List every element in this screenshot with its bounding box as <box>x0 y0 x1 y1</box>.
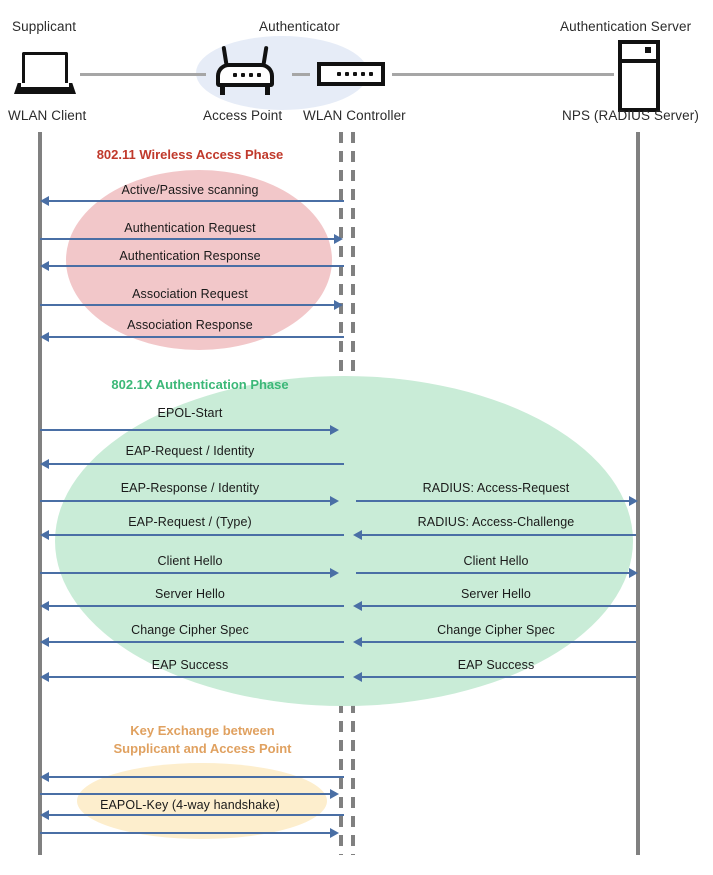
message-label: Change Cipher Spec <box>131 623 249 637</box>
phase-label-key-exchange-line1: Key Exchange between <box>130 723 275 738</box>
node-caption-access-point: Access Point <box>203 108 283 123</box>
arrow-head-left-icon <box>40 459 49 469</box>
server-icon <box>618 40 660 112</box>
arrow-head-right-icon <box>629 496 638 506</box>
arrow-head-left-icon <box>40 810 49 820</box>
arrow-head-left-icon <box>40 530 49 540</box>
message-arrow-line <box>49 776 344 778</box>
message-arrow-line <box>49 463 344 465</box>
message-label: Authentication Request <box>124 221 256 235</box>
role-title-supplicant: Supplicant <box>12 19 77 34</box>
message-arrow-line <box>49 200 344 202</box>
arrow-head-left-icon <box>40 672 49 682</box>
message-label: Active/Passive scanning <box>121 183 259 197</box>
message-label-radius: Change Cipher Spec <box>437 623 555 637</box>
message-arrow-line <box>49 676 344 678</box>
message-label: Client Hello <box>157 554 223 568</box>
role-title-authentication-server: Authentication Server <box>560 19 692 34</box>
access-point-icon <box>216 45 274 96</box>
arrow-head-left-icon <box>353 530 362 540</box>
arrow-head-left-icon <box>40 261 49 271</box>
message-arrow-line <box>40 793 331 795</box>
arrow-head-left-icon <box>40 637 49 647</box>
message-label: Association Response <box>127 318 253 332</box>
wire-client-to-ap <box>80 73 206 76</box>
arrow-head-right-icon <box>334 300 343 310</box>
phase-label-key-exchange-line2: Supplicant and Access Point <box>113 741 292 756</box>
message-label: EAP Success <box>151 658 229 672</box>
message-arrow-line <box>362 676 636 678</box>
message-label-radius: Client Hello <box>463 554 529 568</box>
arrow-head-right-icon <box>330 425 339 435</box>
message-arrow-line <box>40 304 335 306</box>
message-arrow-line <box>49 534 344 536</box>
message-arrow-line <box>356 500 631 502</box>
message-arrow-line <box>49 814 344 816</box>
message-arrow-line <box>40 572 331 574</box>
message-arrow-line <box>40 429 331 431</box>
message-arrow-line <box>362 641 636 643</box>
wire-controller-to-server <box>392 73 614 76</box>
message-arrow-line <box>49 336 344 338</box>
message-label: EAP-Request / Identity <box>125 444 255 458</box>
message-label-radius: Server Hello <box>461 587 531 601</box>
arrow-head-right-icon <box>629 568 638 578</box>
message-arrow-line <box>49 641 344 643</box>
phase-blob-key-exchange <box>77 763 327 839</box>
wire-ap-to-controller <box>292 73 310 76</box>
message-label: Server Hello <box>155 587 225 601</box>
arrow-head-right-icon <box>330 568 339 578</box>
message-arrow-line <box>40 238 335 240</box>
message-arrow-line <box>49 605 344 607</box>
lifeline-supplicant <box>38 132 42 855</box>
arrow-head-left-icon <box>40 601 49 611</box>
role-title-authenticator: Authenticator <box>259 19 340 34</box>
node-caption-wlan-controller: WLAN Controller <box>303 108 406 123</box>
message-label: Association Request <box>132 287 248 301</box>
arrow-head-right-icon <box>330 496 339 506</box>
arrow-head-right-icon <box>330 828 339 838</box>
arrow-head-right-icon <box>330 789 339 799</box>
wlan-controller-icon <box>317 62 385 86</box>
arrow-head-left-icon <box>40 332 49 342</box>
node-caption-nps-radius-server: NPS (RADIUS Server) <box>562 108 699 123</box>
message-label: EPOL-Start <box>157 406 223 420</box>
phase-blob-dot1x-authentication <box>55 376 633 706</box>
message-label-radius: EAP Success <box>457 658 535 672</box>
arrow-head-left-icon <box>40 196 49 206</box>
message-arrow-line <box>49 265 344 267</box>
message-label: EAP-Response / Identity <box>120 481 260 495</box>
message-label-radius: RADIUS: Access-Challenge <box>417 515 575 529</box>
message-label-eapol-key: EAPOL-Key (4-way handshake) <box>100 798 280 812</box>
message-arrow-line <box>40 500 331 502</box>
lifeline-authentication-server <box>636 132 640 855</box>
laptop-icon <box>14 52 76 96</box>
phase-label-dot1x-authentication: 802.1X Authentication Phase <box>111 377 289 392</box>
message-arrow-line <box>362 534 636 536</box>
phase-label-wireless-access: 802.11 Wireless Access Phase <box>96 147 284 162</box>
arrow-head-left-icon <box>40 772 49 782</box>
arrow-head-left-icon <box>353 637 362 647</box>
message-arrow-line <box>40 832 331 834</box>
message-arrow-line <box>362 605 636 607</box>
message-label-radius: RADIUS: Access-Request <box>422 481 570 495</box>
message-label: Authentication Response <box>119 249 261 263</box>
arrow-head-right-icon <box>334 234 343 244</box>
arrow-head-left-icon <box>353 601 362 611</box>
arrow-head-left-icon <box>353 672 362 682</box>
node-caption-wlan-client: WLAN Client <box>8 108 87 123</box>
message-label: EAP-Request / (Type) <box>128 515 252 529</box>
message-arrow-line <box>356 572 631 574</box>
